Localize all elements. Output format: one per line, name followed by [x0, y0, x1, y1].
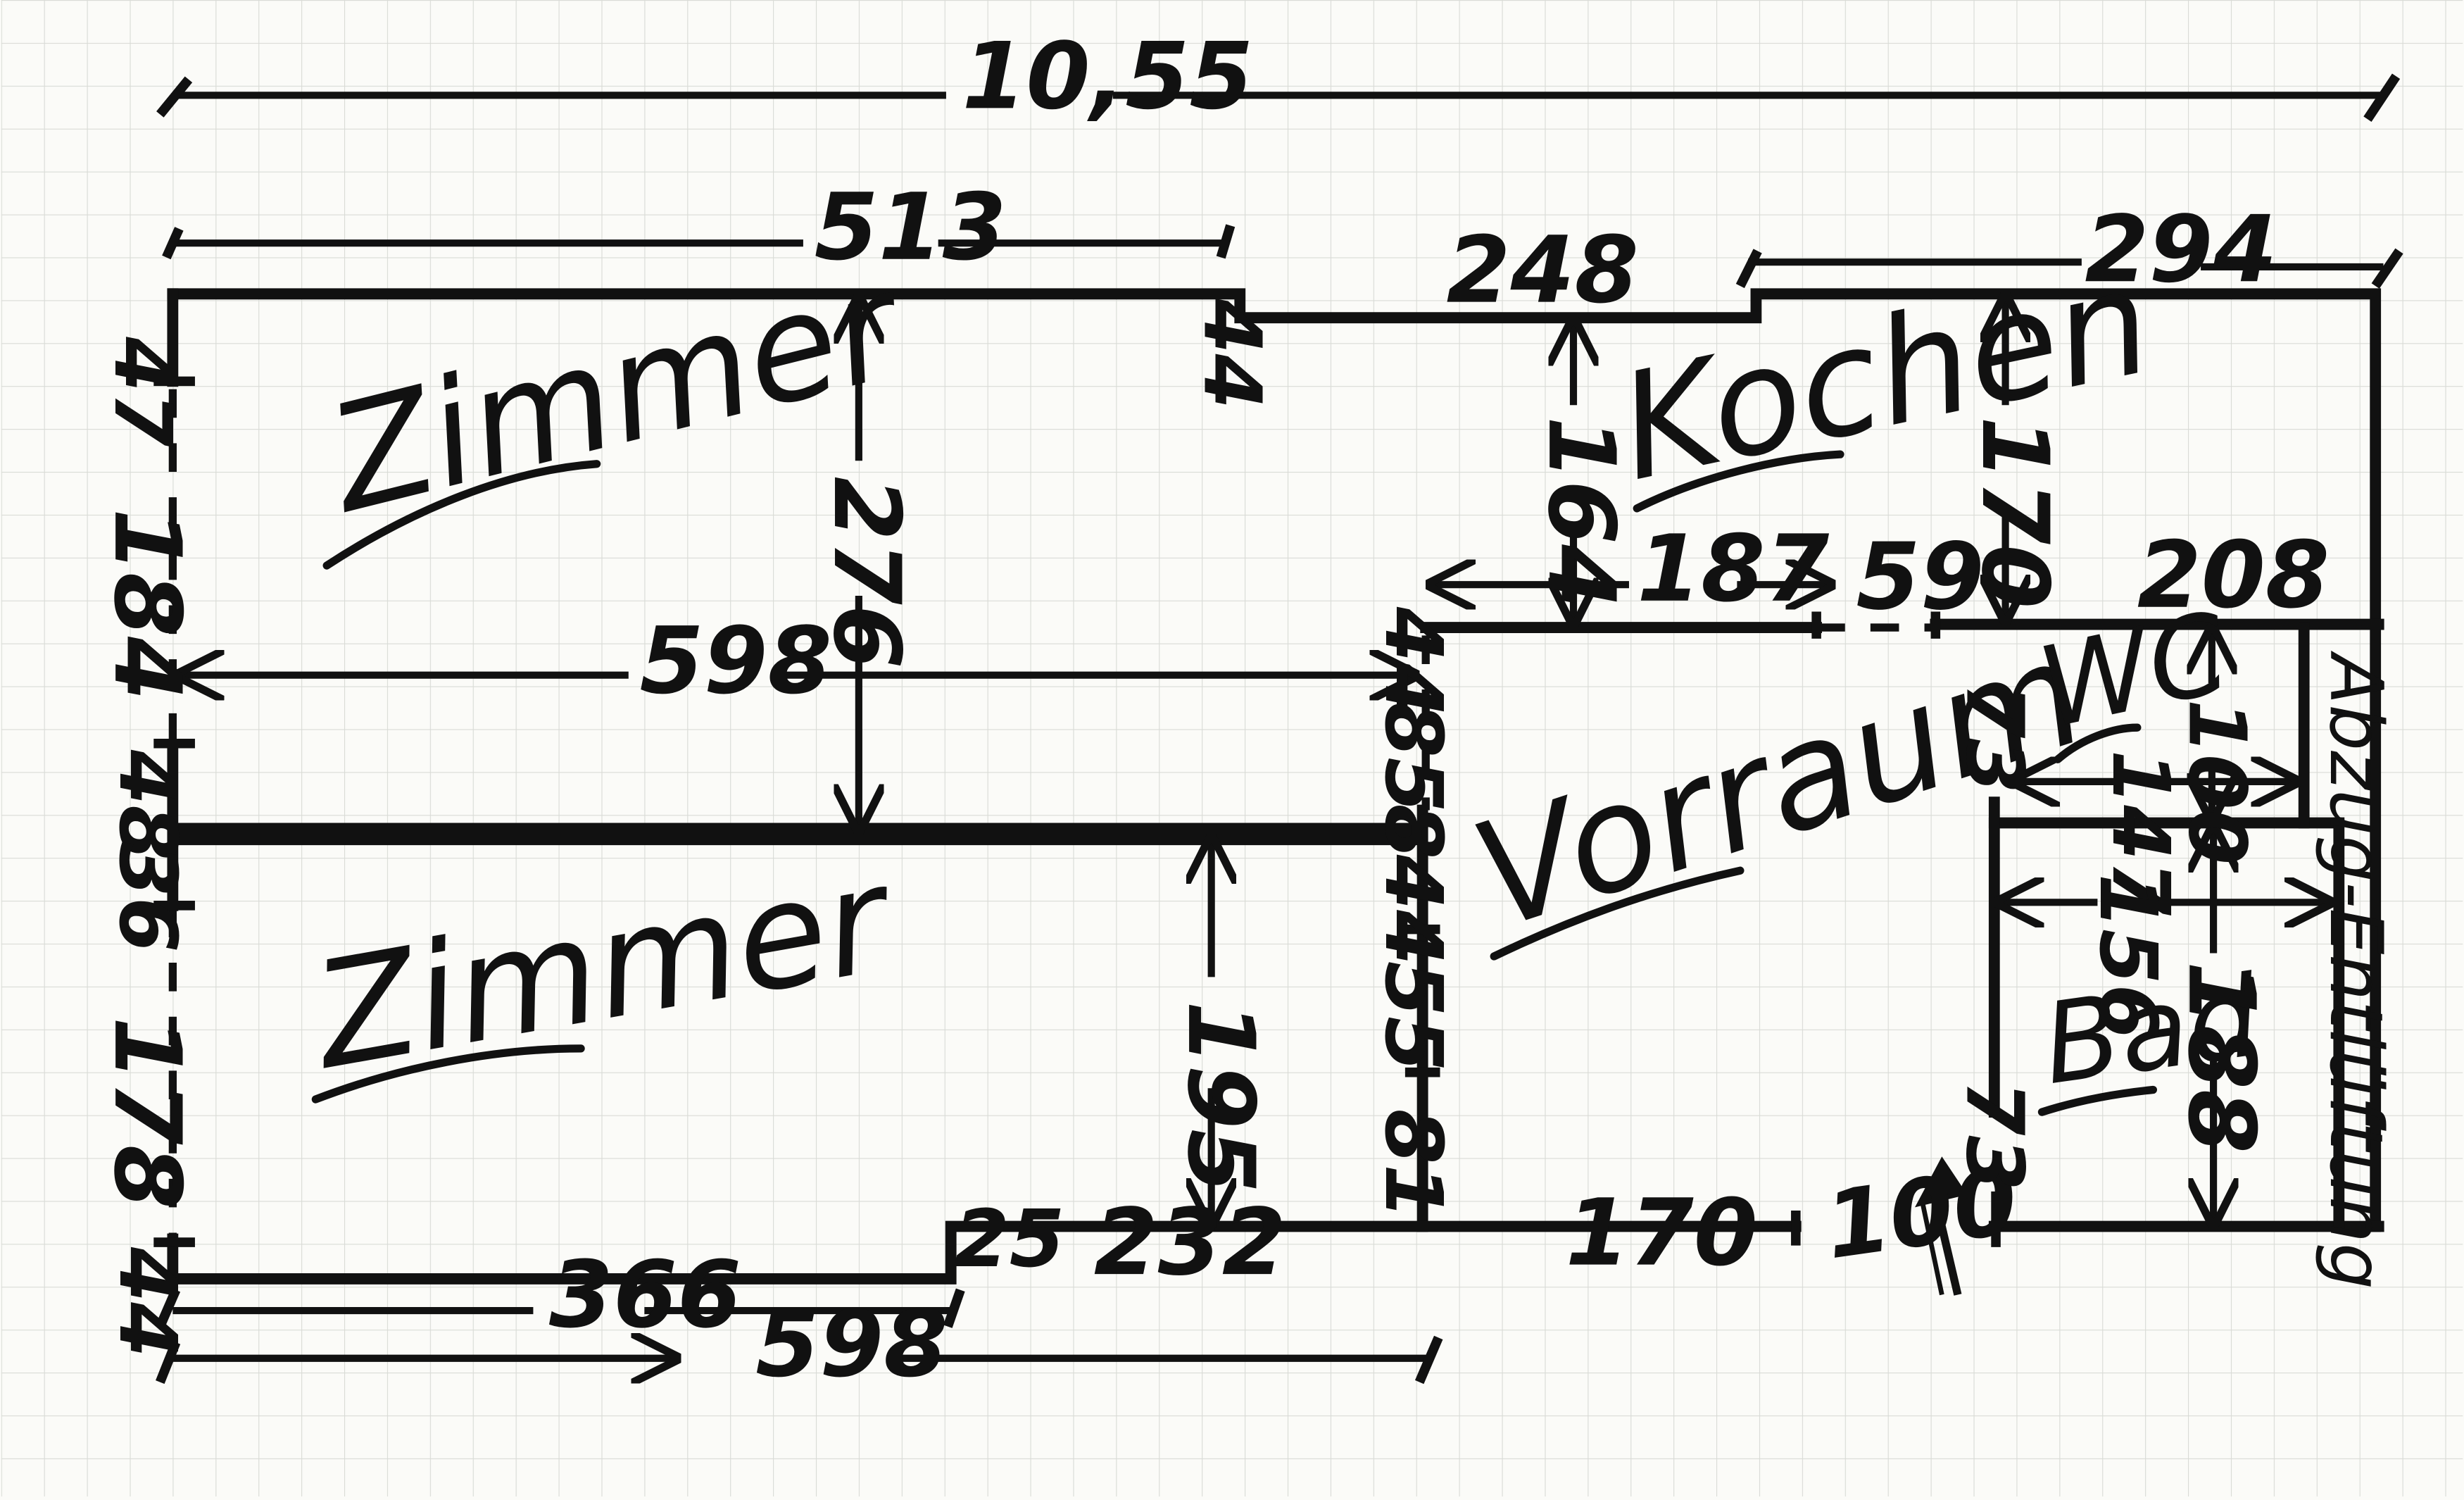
dim-kitchen-height: 164	[1528, 416, 1635, 608]
dim-vorraum-side-81: 81	[1367, 1109, 1460, 1220]
dim-bottom-left-width: 366	[549, 1242, 741, 1349]
dim-total-width: 10,55	[962, 23, 1254, 130]
tick	[162, 227, 184, 260]
dim-upper-room-width: 598	[640, 608, 832, 715]
tick	[156, 76, 193, 118]
underline-zimmer-top	[322, 460, 601, 570]
underline-wc	[2054, 723, 2142, 763]
dim-wc-height-right: 100	[2170, 699, 2263, 865]
dim-wc-height-left: 73	[1948, 683, 2041, 794]
dim-left-wall-top: 47	[96, 336, 189, 447]
dim-right-height: 170	[1961, 416, 2068, 608]
dim-bad-height: 188	[2168, 961, 2275, 1154]
tick-marks	[153, 73, 2403, 1385]
dim-bad-width: 156	[2082, 874, 2175, 1039]
dim-bottom-vorraum: 170	[1566, 1180, 1758, 1287]
dim-wc-width-top: 208	[2137, 522, 2330, 629]
room-label-bad: Bad	[2035, 951, 2267, 1110]
dim-vorraum-side-55: 55	[1367, 961, 1460, 1072]
top-outer-wall	[167, 288, 2382, 1232]
dim-left-upper-height: 184	[94, 508, 201, 701]
dim-bottom-step: 25	[954, 1192, 1064, 1285]
dim-vorraum-side-upper: 85	[1367, 702, 1460, 813]
dimension-lines	[172, 92, 2384, 1358]
label-underlines	[311, 450, 2158, 1116]
tick	[156, 1288, 181, 1329]
dim-bottom-middle: 232	[1094, 1189, 1286, 1296]
dim-left-36: 36	[101, 842, 194, 953]
tick	[1414, 1335, 1443, 1385]
room-label-abzug-entlueftung: Abzug-Entlüftung	[2313, 650, 2398, 1289]
tick	[2363, 73, 2401, 122]
dim-entrance-width: 100	[1819, 1147, 2025, 1280]
walls	[167, 288, 2384, 1285]
bottom-left-wall	[167, 1220, 1802, 1285]
dim-vorraum-side-44: 44	[1367, 854, 1460, 965]
dim-top-right-width: 294	[2085, 196, 2277, 303]
dim-lower-room-height: 195	[1167, 1001, 1274, 1193]
tick	[156, 1340, 181, 1385]
tick	[2371, 248, 2403, 289]
dim-wc-width: 147	[2094, 750, 2187, 916]
tick	[1735, 249, 1762, 289]
dim-gap: 59	[1856, 523, 1985, 630]
dim-bottom-total-width: 598	[755, 1291, 948, 1398]
dim-left-lower-height: 178	[94, 1017, 201, 1209]
underline-vorraum	[1490, 866, 1745, 961]
dim-vorraum-top-width: 187	[1637, 515, 1829, 623]
dim-left-48: 48	[101, 749, 194, 861]
dashed-lines	[168, 389, 1936, 1239]
dim-room-height-upper: 276	[813, 477, 920, 669]
dim-kitchen-top: 248	[1447, 217, 1639, 324]
dim-top-left-width: 513	[815, 174, 1007, 281]
dim-wall-8: 8	[1367, 804, 1460, 858]
dim-left-bottom: 44	[101, 1246, 194, 1358]
tick	[943, 1288, 965, 1328]
dim-bad-height-left: 73	[1948, 1080, 2041, 1191]
dim-step-top: 44	[1186, 298, 1279, 409]
tick	[1216, 224, 1236, 259]
underline-kochen	[1633, 450, 1844, 513]
underline-bad	[2037, 1085, 2158, 1116]
underline-zimmer-bottom	[311, 1044, 585, 1104]
dim-vorraum-step-top: 44	[1367, 606, 1460, 718]
entrance-arrow-icon	[1915, 1156, 1968, 1296]
